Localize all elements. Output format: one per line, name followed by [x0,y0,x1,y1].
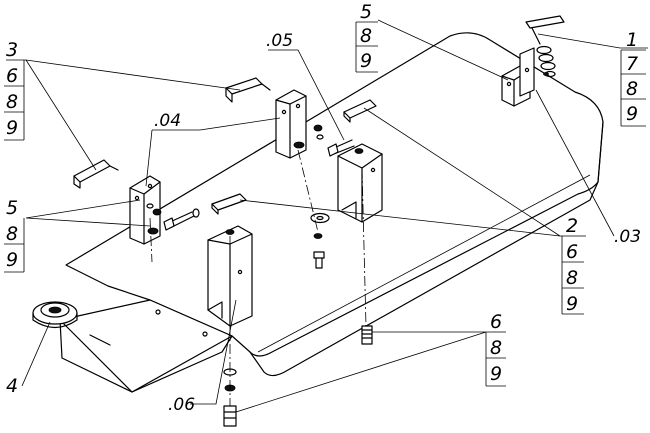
callout-top-mid-3: 9 [360,50,372,72]
callout-top-left-4: 9 [6,117,18,139]
leader-lines [6,19,648,413]
nut-left [152,208,162,216]
clip-plate-2a [211,193,247,215]
callout-left-mid: 5 8 9 [4,197,25,273]
callout-left-mid-3: 9 [6,249,18,271]
callout-left-mid-2: 8 [6,223,18,245]
callout-bottom-right-3: 9 [490,363,502,385]
axis-left [149,217,153,263]
callout-top-right-2: 7 [626,53,638,75]
callout-right-mid-1: 2 [566,215,578,237]
ref-03: .03 [614,227,641,247]
bolt-upper [313,124,355,157]
callout-top-left-2: 6 [6,65,18,87]
callout-top-left-3: 8 [6,91,18,113]
callout-right-mid-2: 6 [566,241,578,263]
callout-top-left: 3 6 8 9 [4,39,25,141]
bracket-05 [337,143,383,223]
callout-bottom-right: 6 8 9 [485,311,506,387]
callout-right-mid: 2 6 8 9 [561,215,584,315]
front-box [59,299,233,393]
bracket-upper-left [275,89,307,159]
callout-top-mid-2: 8 [360,25,372,47]
skid-plate [65,32,604,377]
axis-mid [361,167,367,327]
callout-top-left-1: 3 [6,39,18,61]
callout-top-right-3: 8 [626,78,638,100]
bolt-bottom-front [223,368,237,427]
callout-top-mid-1: 5 [360,1,372,23]
callout-bottom-right-2: 8 [490,337,502,359]
callout-top-right-1: 1 [626,29,638,51]
ref-05: .05 [266,31,293,51]
spring-clip-1 [525,15,565,78]
callout-top-right-4: 9 [626,103,638,125]
callout-top-right: 1 7 8 9 [620,29,646,127]
clip-plate-3b [73,159,119,189]
bracket-03 [501,47,535,107]
callout-item-4: 4 [6,375,18,397]
axis-upper [297,149,319,233]
washer-left [146,203,154,209]
callout-right-mid-3: 8 [566,267,578,289]
clip-plate-2b [343,99,377,123]
rubber-mount-4 [32,301,78,329]
clip-plate-3a [225,77,271,103]
callout-left-mid-1: 5 [6,197,18,219]
ref-06: .06 [168,395,195,415]
bracket-04 [129,175,161,245]
bolt-left [163,208,200,231]
callout-top-mid: 5 8 9 [355,1,378,73]
callout-right-mid-4: 9 [566,293,578,315]
callout-bottom-right-1: 6 [490,311,502,333]
bolt-bottom-right [361,325,373,345]
ref-04: .04 [154,111,181,131]
